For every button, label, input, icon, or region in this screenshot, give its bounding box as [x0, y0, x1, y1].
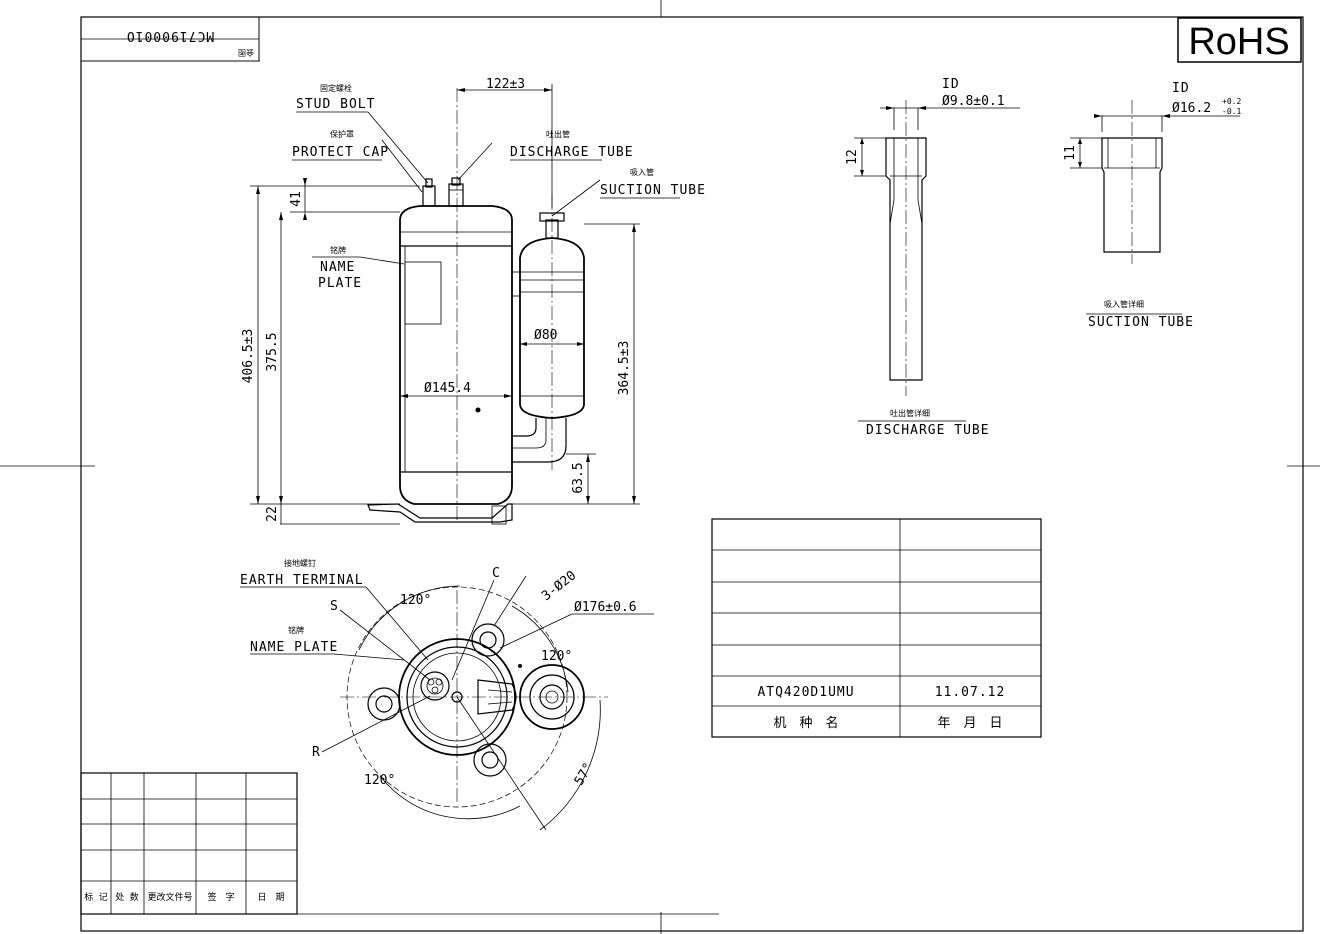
suction-tube-label: SUCTION TUBE — [600, 183, 706, 198]
revision-table: 标 记 处 数 更改文件号 签 字 日 期 — [80, 772, 298, 915]
suction-id-label: ID — [1172, 81, 1190, 96]
suction-tol-down: -0.1 — [1222, 107, 1241, 116]
terminal-s: S — [330, 599, 339, 614]
stud-bolt-label: STUD BOLT — [296, 97, 375, 112]
dim-height-22: 22 — [265, 506, 280, 522]
dim-height-375: 375.5 — [265, 332, 280, 371]
title-stamp: MC7190001O 会图 — [80, 16, 260, 62]
suction-detail-cn: 吸入管详细 — [1104, 299, 1144, 309]
discharge-detail-cn: 吐出管详细 — [890, 408, 930, 418]
stud-bolt-cn: 固定螺栓 — [320, 83, 352, 93]
protect-cap-label: PROTECT CAP — [292, 145, 389, 160]
name-plate-label-2: PLATE — [318, 276, 362, 291]
discharge-id-label: ID — [942, 77, 960, 92]
angle-120-right: 120° — [541, 649, 572, 664]
suction-detail-label: SUCTION TUBE — [1088, 315, 1194, 330]
suction-diameter: Ø16.2 — [1172, 101, 1211, 116]
dim-shell-diameter: Ø145.4 — [424, 381, 471, 396]
terminal-c: C — [492, 566, 501, 581]
earth-terminal-cn: 接地螺钉 — [284, 558, 316, 568]
discharge-tube-cn: 吐出管 — [546, 129, 570, 139]
discharge-tube-label: DISCHARGE TUBE — [510, 145, 634, 160]
title-stamp-code: MC7190001O — [126, 28, 214, 43]
model-name: ATQ420D1UMU — [757, 685, 854, 700]
name-plate-label-1: NAME — [320, 260, 355, 275]
pcd-dimension: Ø176±0.6 — [574, 600, 637, 615]
top-view: 120° 120° 120° 57° 3-Ø20 Ø176±0.6 C 接地螺钉… — [240, 558, 654, 831]
rohs-text: RoHS — [1188, 21, 1289, 63]
dim-top-offset: 122±3 — [486, 77, 525, 92]
earth-terminal-label: EARTH TERMINAL — [240, 573, 364, 588]
angle-120-top: 120° — [400, 593, 431, 608]
rohs-mark: RoHS — [1177, 17, 1302, 63]
rev-header-date: 日 期 — [257, 892, 284, 903]
model-table: ATQ420D1UMU 11.07.12 机 种 名 年 月 日 — [711, 518, 1042, 738]
rev-header-sign: 签 字 — [207, 891, 234, 903]
angle-57: 57° — [572, 760, 597, 788]
suction-tube-detail: ID Ø16.2 +0.2 -0.1 11 吸入管详细 SUCTION TUBE — [1063, 81, 1241, 330]
dim-height-406: 406.5±3 — [241, 329, 256, 384]
rev-header-count: 处 数 — [115, 891, 138, 903]
suction-height: 11 — [1063, 145, 1078, 161]
angle-120-bottom: 120° — [364, 773, 395, 788]
front-view: Ø145.4 Ø80 122±3 406.5±3 375.5 41 22 — [241, 77, 706, 525]
terminal-r: R — [312, 745, 321, 760]
protect-cap-cn: 保护罩 — [330, 129, 354, 139]
model-header: 机 种 名 — [773, 715, 838, 731]
title-stamp-cn: 会图 — [238, 48, 254, 58]
discharge-diameter: Ø9.8±0.1 — [942, 94, 1005, 109]
rev-header-doc: 更改文件号 — [147, 891, 192, 903]
suction-tube-cn: 吸入管 — [630, 167, 654, 177]
dim-height-63: 63.5 — [571, 462, 586, 493]
date-header: 年 月 日 — [937, 716, 1002, 731]
model-date: 11.07.12 — [935, 685, 1006, 700]
dim-accumulator-diameter: Ø80 — [534, 328, 557, 343]
rev-header-mark: 标 记 — [84, 891, 107, 903]
discharge-tube-detail: ID Ø9.8±0.1 12 吐出管详细 DISCHARGE TUBE — [845, 77, 1020, 438]
name-plate-bottom-label: NAME PLATE — [250, 640, 338, 655]
dim-height-364: 364.5±3 — [617, 341, 632, 396]
discharge-height: 12 — [845, 149, 860, 165]
dim-height-41: 41 — [289, 191, 304, 207]
name-plate-bottom-cn: 铭牌 — [288, 625, 304, 635]
name-plate-cn: 铭牌 — [330, 245, 346, 255]
suction-tol-up: +0.2 — [1222, 97, 1241, 106]
discharge-detail-label: DISCHARGE TUBE — [866, 423, 990, 438]
holes-dimension: 3-Ø20 — [539, 568, 579, 604]
